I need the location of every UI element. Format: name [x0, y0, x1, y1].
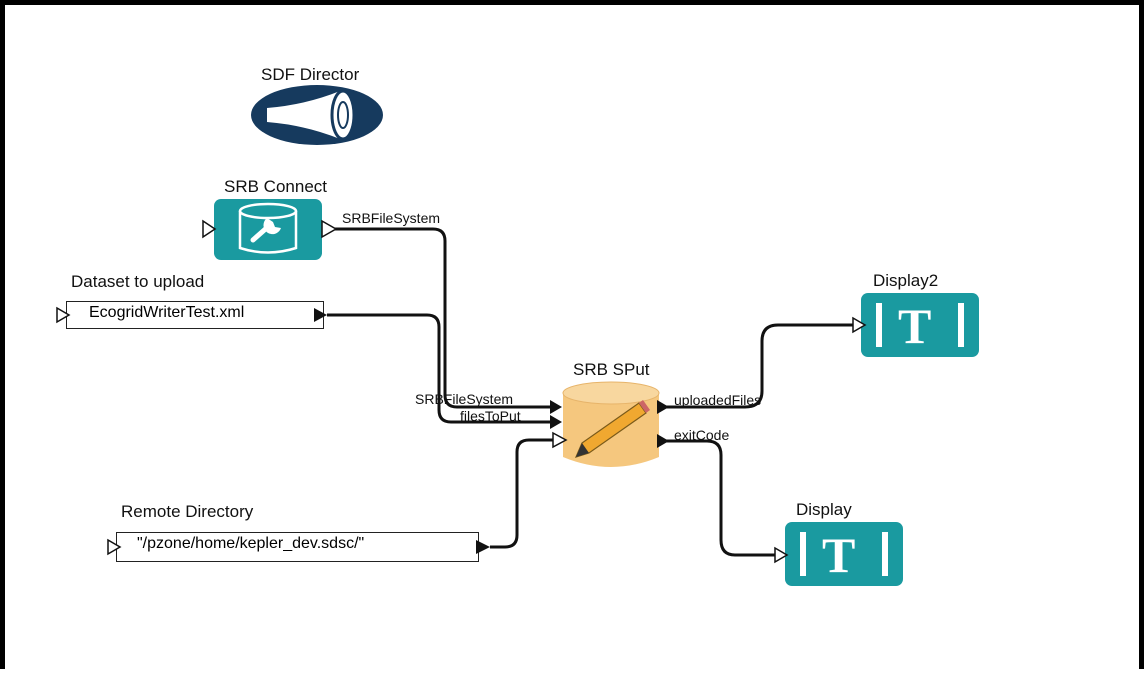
display2-title: Display2: [873, 271, 939, 290]
wire-uploaded-files: [665, 323, 853, 409]
display2-text-display-icon: T: [898, 298, 932, 354]
display-text-display-icon: T: [822, 527, 856, 583]
dataset-value-box[interactable]: EcogridWriterTest.xml: [66, 301, 324, 329]
display2-actor[interactable]: [5, 5, 1144, 674]
director-title: SDF Director: [261, 65, 360, 84]
wire-files-to-put: [327, 313, 550, 424]
srb-sput-actor[interactable]: [5, 5, 1144, 674]
wire-srbfilesystem: [335, 227, 550, 409]
dataset-ports: [56, 306, 327, 324]
srb-connect-title: SRB Connect: [224, 177, 327, 196]
srb-connect-actor[interactable]: [5, 5, 1144, 674]
remote-directory-title: Remote Directory: [121, 502, 254, 521]
dataset-title: Dataset to upload: [71, 272, 205, 291]
remote-directory-ports: [107, 538, 490, 556]
sput-input-port-files-to-put: filesToPut: [460, 408, 521, 424]
remote-directory-value-box[interactable]: "/pzone/home/kepler_dev.sdsc/": [116, 532, 479, 562]
wire-exit-code: [665, 439, 775, 557]
pencil-database-icon: [574, 400, 650, 458]
wrench-database-icon: [238, 202, 298, 254]
sput-output-port-exit-code: exitCode: [674, 427, 730, 443]
srb-connect-output-port-label: SRBFileSystem: [342, 210, 441, 226]
dataset-value: EcogridWriterTest.xml: [89, 304, 245, 321]
sput-input-port-srbfilesystem: SRBFileSystem: [415, 391, 514, 407]
director-megaphone-icon[interactable]: [5, 5, 1144, 674]
connection-wires: [327, 227, 853, 557]
srb-sput-title: SRB SPut: [573, 360, 650, 379]
sput-output-port-uploaded-files: uploadedFiles: [674, 392, 762, 408]
display-title: Display: [796, 500, 852, 519]
wire-remote-directory: [490, 438, 553, 549]
remote-directory-value: "/pzone/home/kepler_dev.sdsc/": [137, 535, 365, 552]
display-actor[interactable]: [5, 5, 1144, 674]
